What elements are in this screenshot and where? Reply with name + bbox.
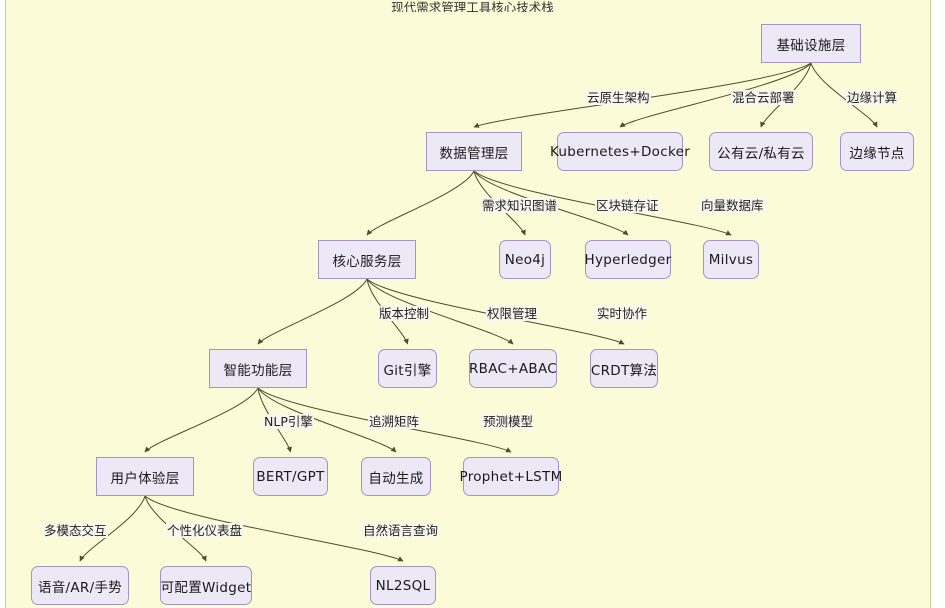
edge-label-infra-to-cloud: 混合云部署 [731, 90, 796, 105]
edge-core_service-to-smart_layer [257, 278, 368, 345]
node-label: 语音/AR/手势 [37, 579, 123, 596]
node-label: 公有云/私有云 [717, 145, 805, 162]
node-infra[interactable]: 基础设施层 [761, 24, 861, 63]
edge-label-smart_layer-to-bert: NLP引擎 [263, 414, 314, 429]
edge-label-ux_layer-to-nl2sql: 自然语言查询 [362, 523, 440, 538]
edge-label-core_service-to-git: 版本控制 [378, 306, 431, 321]
edge-data_layer-to-core_service [366, 170, 475, 236]
node-prophet[interactable]: Prophet+LSTM [459, 457, 562, 496]
node-smart_layer[interactable]: 智能功能层 [209, 349, 307, 388]
node-label: 数据管理层 [439, 145, 509, 162]
node-core_service[interactable]: 核心服务层 [318, 240, 416, 279]
node-voice[interactable]: 语音/AR/手势 [31, 566, 129, 605]
node-label: RBAC+ABAC [469, 360, 557, 377]
edge-smart_layer-to-ux_layer [144, 387, 259, 453]
node-label: Prophet+LSTM [459, 468, 563, 485]
node-label: CRDT算法 [590, 362, 658, 379]
node-label: Hyperledger [584, 251, 672, 268]
node-hyperledger[interactable]: Hyperledger [585, 240, 671, 279]
node-label: 可配置Widget [160, 579, 252, 596]
node-autogen[interactable]: 自动生成 [361, 457, 431, 496]
node-bert[interactable]: BERT/GPT [253, 457, 328, 496]
edge-label-ux_layer-to-widget: 个性化仪表盘 [166, 523, 244, 538]
node-label: 核心服务层 [332, 253, 402, 270]
node-neo4j[interactable]: Neo4j [499, 240, 551, 279]
node-label: Milvus [708, 251, 754, 268]
edge-label-infra-to-edge_node: 边缘计算 [846, 90, 899, 105]
node-edge_node[interactable]: 边缘节点 [840, 132, 914, 171]
edge-smart_layer-to-autogen [257, 387, 397, 453]
node-cloud[interactable]: 公有云/私有云 [709, 132, 813, 171]
node-label: Git引擎 [383, 362, 432, 379]
node-label: Kubernetes+Docker [549, 143, 691, 160]
node-data_layer[interactable]: 数据管理层 [426, 132, 522, 171]
edge-label-ux_layer-to-voice: 多模态交互 [43, 523, 108, 538]
node-milvus[interactable]: Milvus [703, 240, 759, 279]
edge-label-smart_layer-to-prophet: 预测模型 [482, 414, 535, 429]
edge-ux_layer-to-nl2sql [144, 495, 404, 562]
node-label: 自动生成 [368, 470, 424, 487]
node-crdt[interactable]: CRDT算法 [590, 349, 658, 388]
edge-label-core_service-to-rbac: 权限管理 [486, 306, 539, 321]
node-git[interactable]: Git引擎 [378, 349, 437, 388]
edge-infra-to-k8s [619, 62, 812, 128]
node-label: 基础设施层 [776, 37, 846, 54]
edge-core_service-to-rbac [366, 278, 514, 345]
node-nl2sql[interactable]: NL2SQL [370, 566, 436, 605]
edge-label-infra-to-data_layer: 云原生架构 [586, 90, 651, 105]
node-label: 智能功能层 [223, 362, 293, 379]
edge-label-data_layer-to-hyperledger: 区块链存证 [595, 198, 660, 213]
edge-ux_layer-to-voice [79, 495, 146, 562]
node-label: BERT/GPT [256, 468, 325, 485]
edge-label-smart_layer-to-autogen: 追溯矩阵 [368, 414, 421, 429]
edge-infra-to-edge_node [810, 62, 878, 128]
node-label: NL2SQL [375, 577, 431, 594]
edge-label-data_layer-to-milvus: 向量数据库 [700, 198, 765, 213]
node-rbac[interactable]: RBAC+ABAC [469, 349, 557, 388]
node-label: Neo4j [504, 251, 546, 268]
diagram-title: 现代需求管理工具核心技术栈 [391, 0, 554, 12]
node-k8s[interactable]: Kubernetes+Docker [550, 132, 690, 171]
edge-label-core_service-to-crdt: 实时协作 [596, 306, 649, 321]
node-label: 边缘节点 [849, 145, 905, 162]
node-widget[interactable]: 可配置Widget [160, 566, 252, 605]
node-ux_layer[interactable]: 用户体验层 [96, 457, 194, 496]
node-label: 用户体验层 [110, 470, 180, 487]
edge-label-data_layer-to-neo4j: 需求知识图谱 [481, 198, 559, 213]
